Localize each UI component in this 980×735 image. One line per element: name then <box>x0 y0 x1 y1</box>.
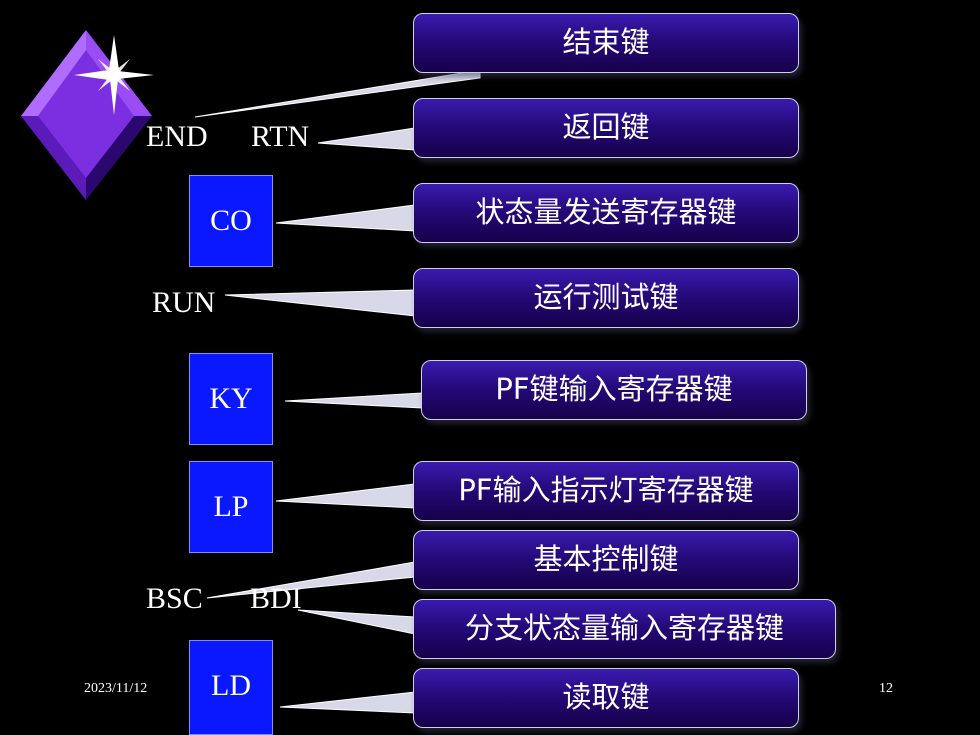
slide-page-number: 12 <box>879 681 893 696</box>
label-bdi: BDI <box>250 582 302 615</box>
connector-bsc <box>206 561 416 599</box>
callout-branch-status-input-register-key: 分支状态量输入寄存器键 <box>413 599 836 659</box>
callout-read-key: 读取键 <box>413 668 799 728</box>
connector-co <box>275 204 416 232</box>
callout-status-send-register-key: 状态量发送寄存器键 <box>413 183 799 243</box>
key-ky: KY <box>189 353 273 445</box>
key-co: CO <box>189 175 273 267</box>
callout-run-test-key: 运行测试键 <box>413 268 799 328</box>
connector-rtn <box>317 127 416 151</box>
callout-end-key: 结束键 <box>413 13 799 73</box>
connector-bdi <box>297 609 416 635</box>
label-rtn: RTN <box>251 120 310 153</box>
label-run: RUN <box>152 286 216 319</box>
connector-run <box>224 289 416 317</box>
connector-ky <box>284 392 423 409</box>
key-lp: LP <box>189 461 273 553</box>
connector-end <box>194 69 481 118</box>
label-bsc: BSC <box>146 582 203 615</box>
callout-return-key: 返回键 <box>413 98 799 158</box>
label-end: END <box>146 120 208 153</box>
callout-pf-input-register-key: PF键输入寄存器键 <box>421 360 807 420</box>
slide-date: 2023/11/12 <box>84 681 148 696</box>
key-ld: LD <box>189 640 273 735</box>
callout-basic-control-key: 基本控制键 <box>413 530 799 590</box>
diamond-sparkle-icon <box>21 30 154 200</box>
connector-lp <box>275 483 416 509</box>
connector-ld <box>279 691 416 714</box>
callout-pf-input-indicator-register-key: PF输入指示灯寄存器键 <box>413 461 799 521</box>
